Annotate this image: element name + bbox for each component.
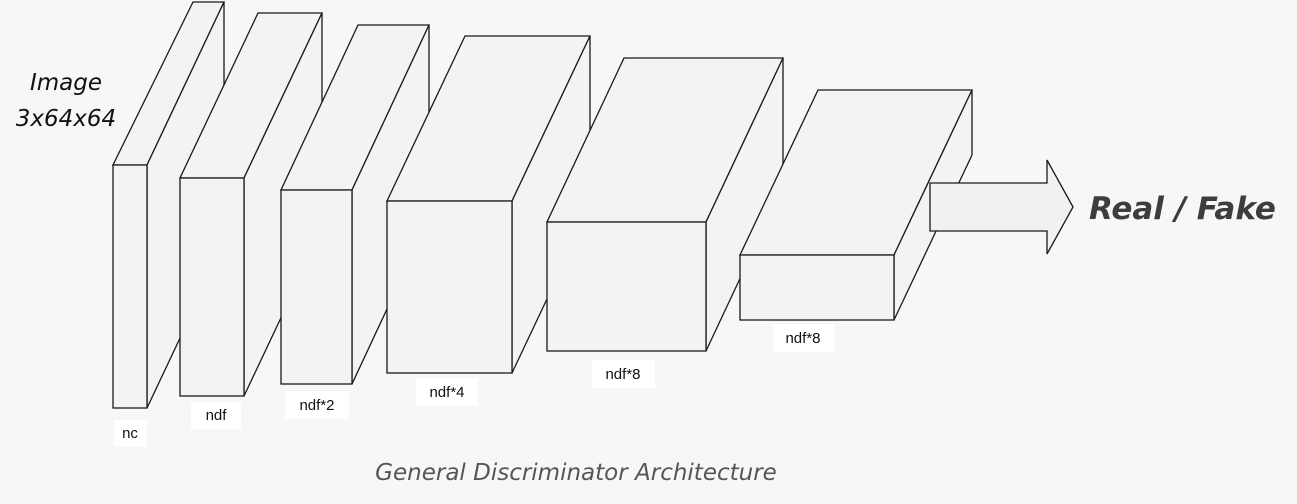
layer-block-ndf-x4: ndf*4	[385, 35, 592, 406]
layer-label-nc: nc	[122, 425, 138, 442]
block-front-face	[739, 254, 895, 321]
layer-label-ndf-x4: ndf*4	[429, 384, 464, 401]
layer-label-ndf-x2: ndf*2	[299, 397, 334, 414]
block-front-face	[546, 221, 707, 352]
layer-label-box	[285, 391, 349, 419]
layer-label-ndf: ndf	[206, 407, 228, 424]
layer-label-box	[416, 378, 478, 406]
block-front-face	[179, 177, 245, 397]
block-front-face	[386, 200, 513, 374]
layer-label-box	[191, 402, 241, 429]
output-arrow-icon	[929, 159, 1074, 255]
block-front-face	[280, 189, 353, 385]
layer-label-box	[592, 360, 655, 388]
layer-block-ndf-x8-a: ndf*8	[545, 57, 785, 388]
input-image-title: Image	[30, 70, 102, 96]
layer-label-box	[773, 324, 834, 352]
output-label: Real / Fake	[1089, 191, 1276, 227]
layer-label-ndf-x8-b: ndf*8	[785, 330, 820, 347]
layer-label-ndf-x8-a: ndf*8	[605, 366, 640, 383]
block-front-face	[112, 164, 148, 409]
layer-block-ndf-x2: ndf*2	[279, 24, 431, 419]
layer-block-ndf-x8-b: ndf*8	[738, 89, 974, 352]
input-image-dimensions: 3x64x64	[16, 106, 116, 132]
diagram-caption: General Discriminator Architecture	[375, 460, 777, 486]
layer-label-box	[114, 420, 147, 447]
